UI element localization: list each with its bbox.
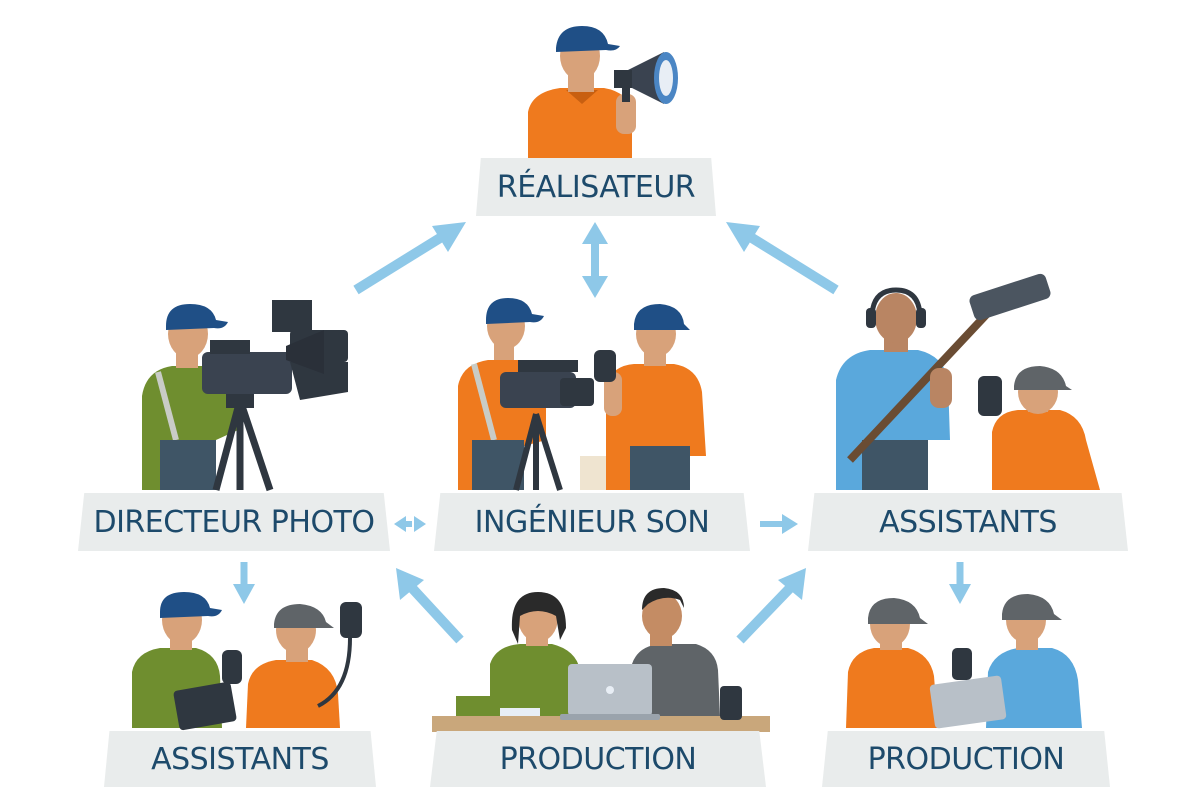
arrow-dp-to-assistants [233,562,255,604]
arrow-production-to-assistants [736,568,806,644]
walkie-talkie-icon [317,602,362,708]
figure-assistants-left [132,592,362,731]
walkie-talkie-icon [222,650,242,684]
label-production-right-text: PRODUCTION [867,741,1065,777]
label-ingenieur-son-text: INGÉNIEUR SON [474,504,710,540]
boom-microphone-icon [847,273,1051,463]
headphones-icon [869,287,923,315]
label-production-right: PRODUCTION [822,731,1110,787]
figure-assistants-right [836,273,1100,490]
megaphone-icon [614,52,678,104]
label-assistants-left: ASSISTANTS [104,731,376,787]
arrow-ingenieur-realisateur [582,222,608,298]
arrow-assistants-to-production [949,562,971,604]
figure-realisateur [528,26,678,158]
laptop-icon [929,675,1007,729]
label-assistants-right: ASSISTANTS [808,493,1128,551]
label-production-center-text: PRODUCTION [499,741,697,777]
figure-production-right [846,594,1082,729]
arrow-ingenieur-to-assistants [760,514,798,534]
arrow-assistants-to-realisateur [726,222,839,295]
laptop-icon [560,664,660,720]
label-realisateur: RÉALISATEUR [476,158,716,216]
label-directeur-photo-text: DIRECTEUR PHOTO [93,504,375,540]
tripod-icon [212,398,274,492]
walkie-talkie-icon [952,648,972,680]
label-assistants-left-text: ASSISTANTS [151,741,329,777]
figure-ingenieur-son [458,298,706,491]
arrow-dp-to-realisateur [353,222,466,295]
label-production-center: PRODUCTION [430,731,766,787]
arrows [233,222,971,644]
walkie-talkie-icon [594,350,616,382]
label-assistants-right-text: ASSISTANTS [879,504,1057,540]
tripod-icon [513,413,563,491]
tablet-icon [173,681,237,731]
arrow-production-to-dp [396,568,464,644]
label-ingenieur-son: INGÉNIEUR SON [434,493,750,551]
walkie-talkie-icon [978,376,1002,416]
video-camera-icon [202,300,348,400]
figure-production-center [432,588,770,732]
video-camera-icon [500,360,594,408]
arrow-dp-ingenieur [394,516,426,532]
label-realisateur-text: RÉALISATEUR [496,169,696,205]
label-directeur-photo: DIRECTEUR PHOTO [78,493,390,551]
figure-directeur-photo [142,300,348,492]
